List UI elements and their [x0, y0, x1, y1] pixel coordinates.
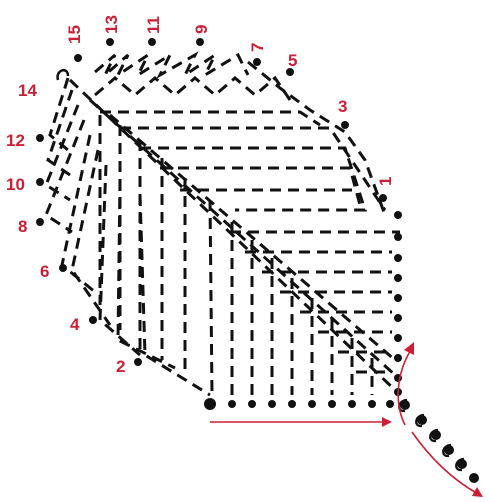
marker-dot-6: [59, 264, 67, 272]
right-dot: [394, 211, 402, 219]
stitch-row-right-3: [160, 168, 360, 205]
marker-dot-1: [379, 194, 387, 202]
row-label-2: 2: [116, 357, 125, 376]
row-label-12: 12: [6, 131, 25, 150]
stitch-vein-3: [110, 115, 395, 360]
direction-arrows: [210, 348, 478, 494]
marker-dot-9: [196, 38, 204, 46]
bottom-dot: [308, 400, 316, 408]
marker-dot-3: [341, 121, 349, 129]
right-dot: [394, 233, 402, 241]
bottom-dot: [348, 400, 356, 408]
right-dot: [394, 314, 402, 322]
right-dot: [394, 334, 402, 342]
row-label-14: 14: [18, 81, 37, 100]
stitch-top-row-3: [100, 112, 320, 125]
arrow-heads: [382, 342, 483, 497]
stem-loop-dot: [470, 474, 479, 483]
right-dot: [394, 294, 402, 302]
row-label-5: 5: [288, 51, 297, 70]
row-label-15: 15: [65, 25, 84, 44]
stitch-top-chevrons: [95, 55, 248, 75]
row-label-10: 10: [6, 175, 25, 194]
right-dot: [394, 274, 402, 282]
right-dot: [394, 354, 402, 362]
arrow-icon: [412, 432, 478, 494]
marker-dot-8: [36, 218, 44, 226]
marker-dot-13: [106, 38, 114, 46]
bottom-dot: [228, 400, 236, 408]
stitch-row-left-3: [46, 105, 78, 200]
stitch-col-6: [210, 200, 212, 395]
stitch-row-left-9: [140, 195, 210, 395]
marker-dot-10: [36, 178, 44, 186]
marker-dot-4: [89, 316, 97, 324]
marker-dot-15: [74, 54, 82, 62]
stitch-top-row-2: [95, 78, 290, 100]
stitch-row-right-2: [140, 148, 365, 210]
row-label-1: 1: [376, 177, 395, 186]
stitch-vein-2: [90, 100, 395, 375]
row-label-7: 7: [248, 43, 267, 52]
row-label-13: 13: [102, 15, 121, 34]
bottom-dot: [288, 400, 296, 408]
row-label-4: 4: [70, 315, 80, 334]
bottom-dot: [268, 400, 276, 408]
row-label-8: 8: [18, 217, 27, 236]
bottom-dot-start: [204, 398, 216, 410]
row-label-11: 11: [144, 16, 163, 34]
marker-dot-12: [36, 134, 44, 142]
stitch-row-left-8: [118, 180, 175, 368]
bottom-dot: [386, 400, 394, 408]
arrow-icon: [382, 417, 392, 427]
stem-loops: [399, 400, 478, 483]
row-label-3: 3: [338, 97, 347, 116]
marker-dot-11: [148, 38, 156, 46]
bottom-dot: [248, 400, 256, 408]
row-label-6: 6: [40, 262, 49, 281]
bottom-dot: [368, 400, 376, 408]
right-dot: [394, 254, 402, 262]
bottom-dot: [328, 400, 336, 408]
marker-dot-2: [134, 358, 142, 366]
marker-dot-7: [253, 58, 261, 66]
row-label-9: 9: [192, 25, 211, 34]
